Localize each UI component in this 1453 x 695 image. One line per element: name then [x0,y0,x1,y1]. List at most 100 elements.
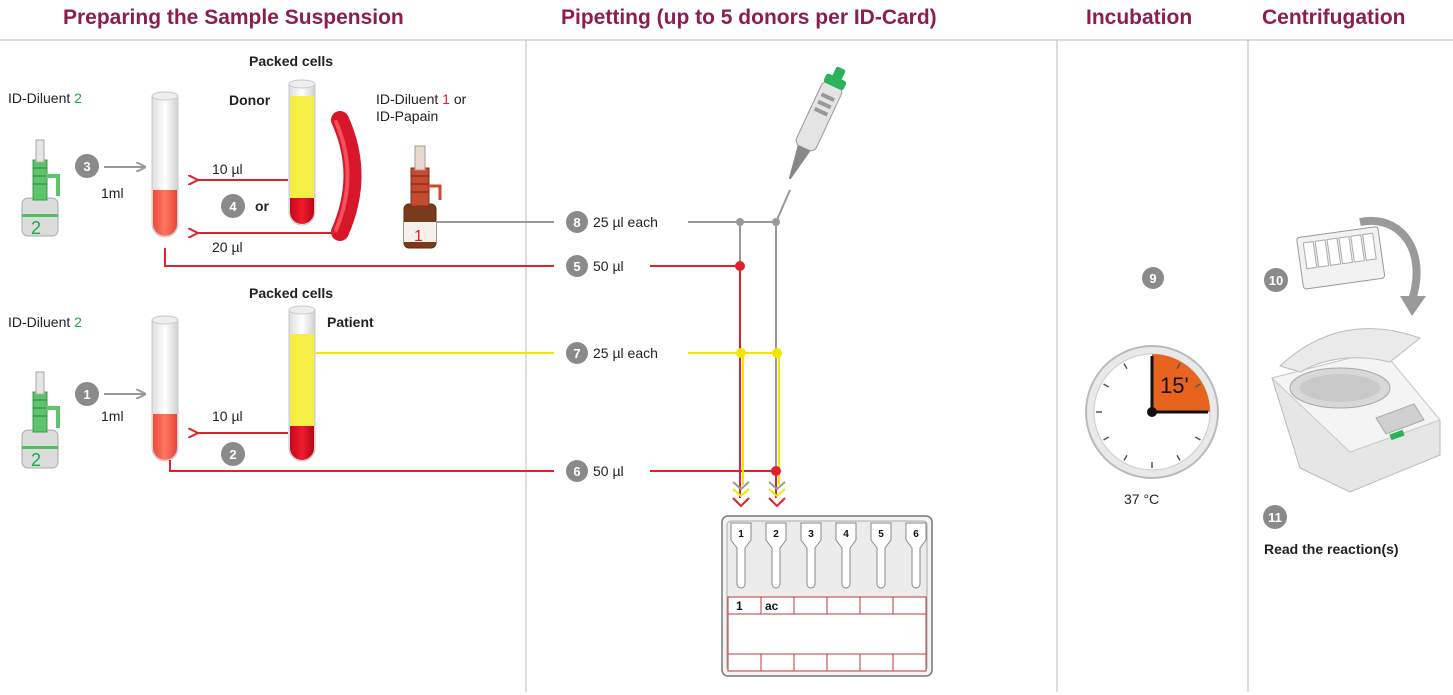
clock-icon: 15' [1085,345,1219,479]
bottle-number: 1 [414,228,423,245]
clock-tick [1176,363,1181,370]
centrifuge-icon [1270,328,1441,493]
id-card: 1 2 3 4 5 6 1 ac [721,515,933,677]
row6-label: 50 µl [593,463,624,479]
clock-tick [1103,383,1110,388]
well-number: 4 [843,529,849,540]
diluent1-label: ID-Diluent 1 or [376,91,467,107]
diluent2-label-bottom: ID-Diluent 2 [8,314,82,330]
clock-tick [1194,383,1201,388]
junction-grey-2 [772,218,780,226]
donor-segment-highlight [334,120,350,232]
vol-10-top: 10 µl [212,161,243,177]
clock-tick [1176,454,1181,461]
vol-1ml-bottom: 1ml [101,408,124,424]
pipette-icon [788,66,847,180]
diluent1-bottle: 1 [403,145,442,249]
header-incubation: Incubation [1086,6,1192,29]
well-number: 6 [913,529,919,540]
suspension-tube-top [151,91,179,238]
diluent2-label-top: ID-Diluent 2 [8,90,82,106]
or-label: or [255,198,270,214]
patient-tube [288,305,316,462]
header-pipetting: Pipetting (up to 5 donors per ID-Card) [561,6,937,29]
step-10: 10 [1264,268,1288,292]
step-6: 6 [566,460,588,482]
step-4: 4 [221,194,245,218]
packed-cells-top: Packed cells [249,53,333,69]
well-number: 2 [773,529,779,540]
header-prep: Preparing the Sample Suspension [63,6,404,29]
card-well: 4 [835,522,857,589]
well-number: 5 [878,529,884,540]
junction-yellow-2 [772,348,782,358]
step-11: 11 [1263,505,1287,529]
line-row6 [169,460,554,472]
clock-tick [1103,436,1110,441]
vol-20: 20 µl [212,239,243,255]
bottle-number: 2 [31,450,41,470]
clock-tick [1194,436,1201,441]
svg-text:11: 11 [1268,510,1282,525]
clock-time: 15' [1160,373,1189,398]
read-reaction-label: Read the reaction(s) [1264,541,1399,557]
svg-text:5: 5 [573,259,580,274]
card-cell-1: 1 [736,599,743,613]
packed-cells-bottom: Packed cells [249,285,333,301]
id-card-small [1296,226,1386,290]
well-number: 3 [808,529,814,540]
vol-10-bottom: 10 µl [212,408,243,424]
incubation-temp: 37 °C [1124,491,1159,507]
row8-label: 25 µl each [593,214,658,230]
clock-tick [1123,363,1128,370]
card-well: 2 [765,522,787,589]
bottle-number: 2 [31,218,41,238]
clock-tick [1123,454,1128,461]
junction-red-1 [735,261,745,271]
svg-text:9: 9 [1149,271,1156,286]
svg-text:2: 2 [229,447,236,462]
svg-text:7: 7 [573,346,580,361]
junction-red-2 [771,466,781,476]
svg-text:6: 6 [573,464,580,479]
rotate-arrow-head [1400,296,1426,316]
rotate-arrow [1359,216,1421,302]
step-8: 8 [566,211,588,233]
card-well: 1 [730,522,752,589]
row5-label: 50 µl [593,258,624,274]
diluent2-bottle-top: 2 [21,139,60,238]
diluent2-bottle-bottom: 2 [21,371,60,470]
donor-tube [288,79,316,226]
step-9: 9 [1142,267,1164,289]
donor-label: Donor [229,92,271,108]
step-7: 7 [566,342,588,364]
patient-label: Patient [327,314,374,330]
step-3: 3 [75,154,99,178]
step-5: 5 [566,255,588,277]
well-number: 1 [738,529,744,540]
line-row5 [164,248,554,267]
svg-text:1: 1 [83,387,90,402]
card-cell-2: ac [765,599,779,613]
svg-text:4: 4 [229,199,237,214]
header-centrifugation: Centrifugation [1262,6,1405,29]
papain-label: ID-Papain [376,108,438,124]
svg-text:10: 10 [1269,273,1283,288]
step-2: 2 [221,442,245,466]
step-1: 1 [75,382,99,406]
junction-grey-1 [736,218,744,226]
pipette-line [775,189,791,223]
card-well: 3 [800,522,822,589]
junction-yellow-1 [736,348,746,358]
vol-1ml-top: 1ml [101,185,124,201]
chevrons-col2 [768,481,786,508]
chevrons-col1 [732,481,750,508]
row7-label: 25 µl each [593,345,658,361]
card-well: 5 [870,522,892,589]
svg-text:8: 8 [573,215,580,230]
donor-segment [331,111,362,241]
svg-text:3: 3 [83,159,90,174]
suspension-tube-bottom [151,315,179,462]
card-well: 6 [905,522,927,589]
